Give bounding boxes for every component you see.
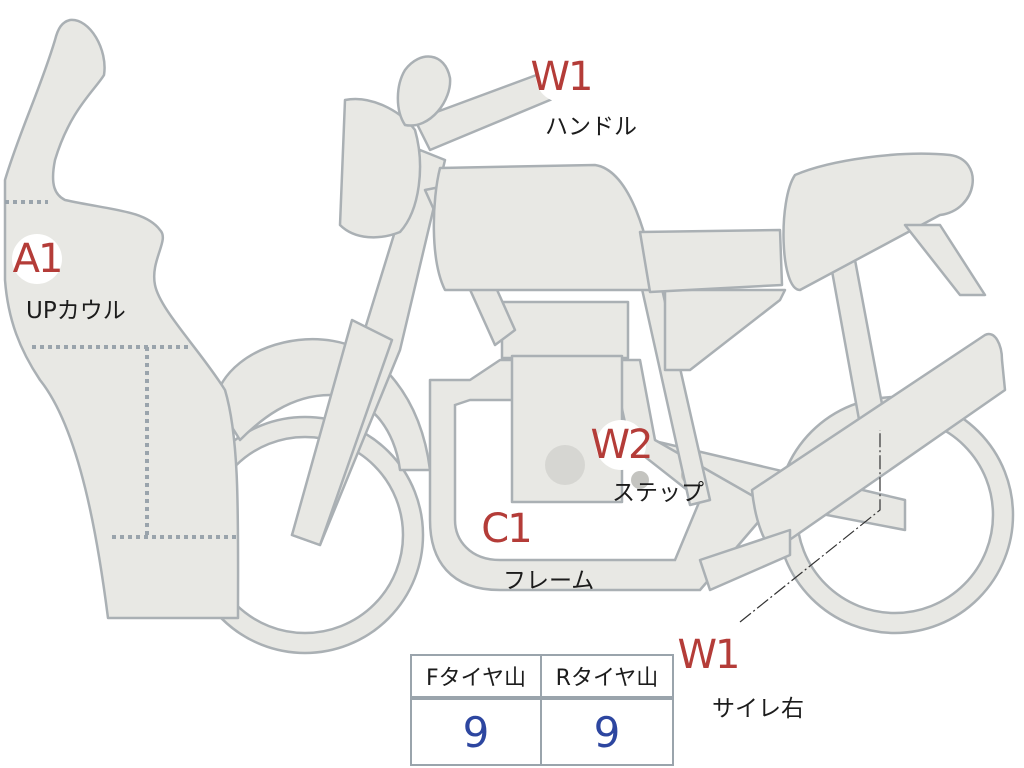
muffler-leader-line (739, 430, 881, 623)
upper-cowl (3, 18, 240, 620)
exhaust-pipe (698, 528, 792, 592)
front-tire-header: Fタイヤ山 (412, 656, 542, 700)
muffler (750, 332, 1007, 552)
headlight (338, 97, 422, 239)
rear-tire-value: 9 (593, 707, 621, 757)
cowl-code-badge: A1 (12, 234, 63, 284)
cowl-label: UPカウル (26, 298, 126, 324)
handle-label: ハンドル (545, 114, 637, 140)
frame-label: フレーム (503, 568, 595, 594)
seat-front (638, 228, 784, 294)
frame-code-badge: C1 (481, 504, 533, 554)
handle-code-badge: W1 (530, 52, 594, 102)
mirror (396, 55, 452, 127)
fork-slider (290, 318, 394, 547)
step-label: ステップ (612, 480, 704, 506)
side-cover (663, 288, 787, 372)
rear-frame (828, 258, 887, 427)
muffler-code-badge: W1 (677, 630, 741, 680)
muffler-label: サイレ右 (712, 696, 804, 722)
fuel-tank (432, 163, 657, 292)
rear-tire-header: Rタイヤ山 (542, 656, 672, 700)
rear-cowl (782, 152, 974, 292)
step-code-badge: W2 (590, 420, 654, 470)
tail-light (903, 223, 987, 297)
front-tire-value: 9 (412, 700, 542, 764)
tire-tread-table: Fタイヤ山 Rタイヤ山 9 9 (410, 654, 674, 766)
